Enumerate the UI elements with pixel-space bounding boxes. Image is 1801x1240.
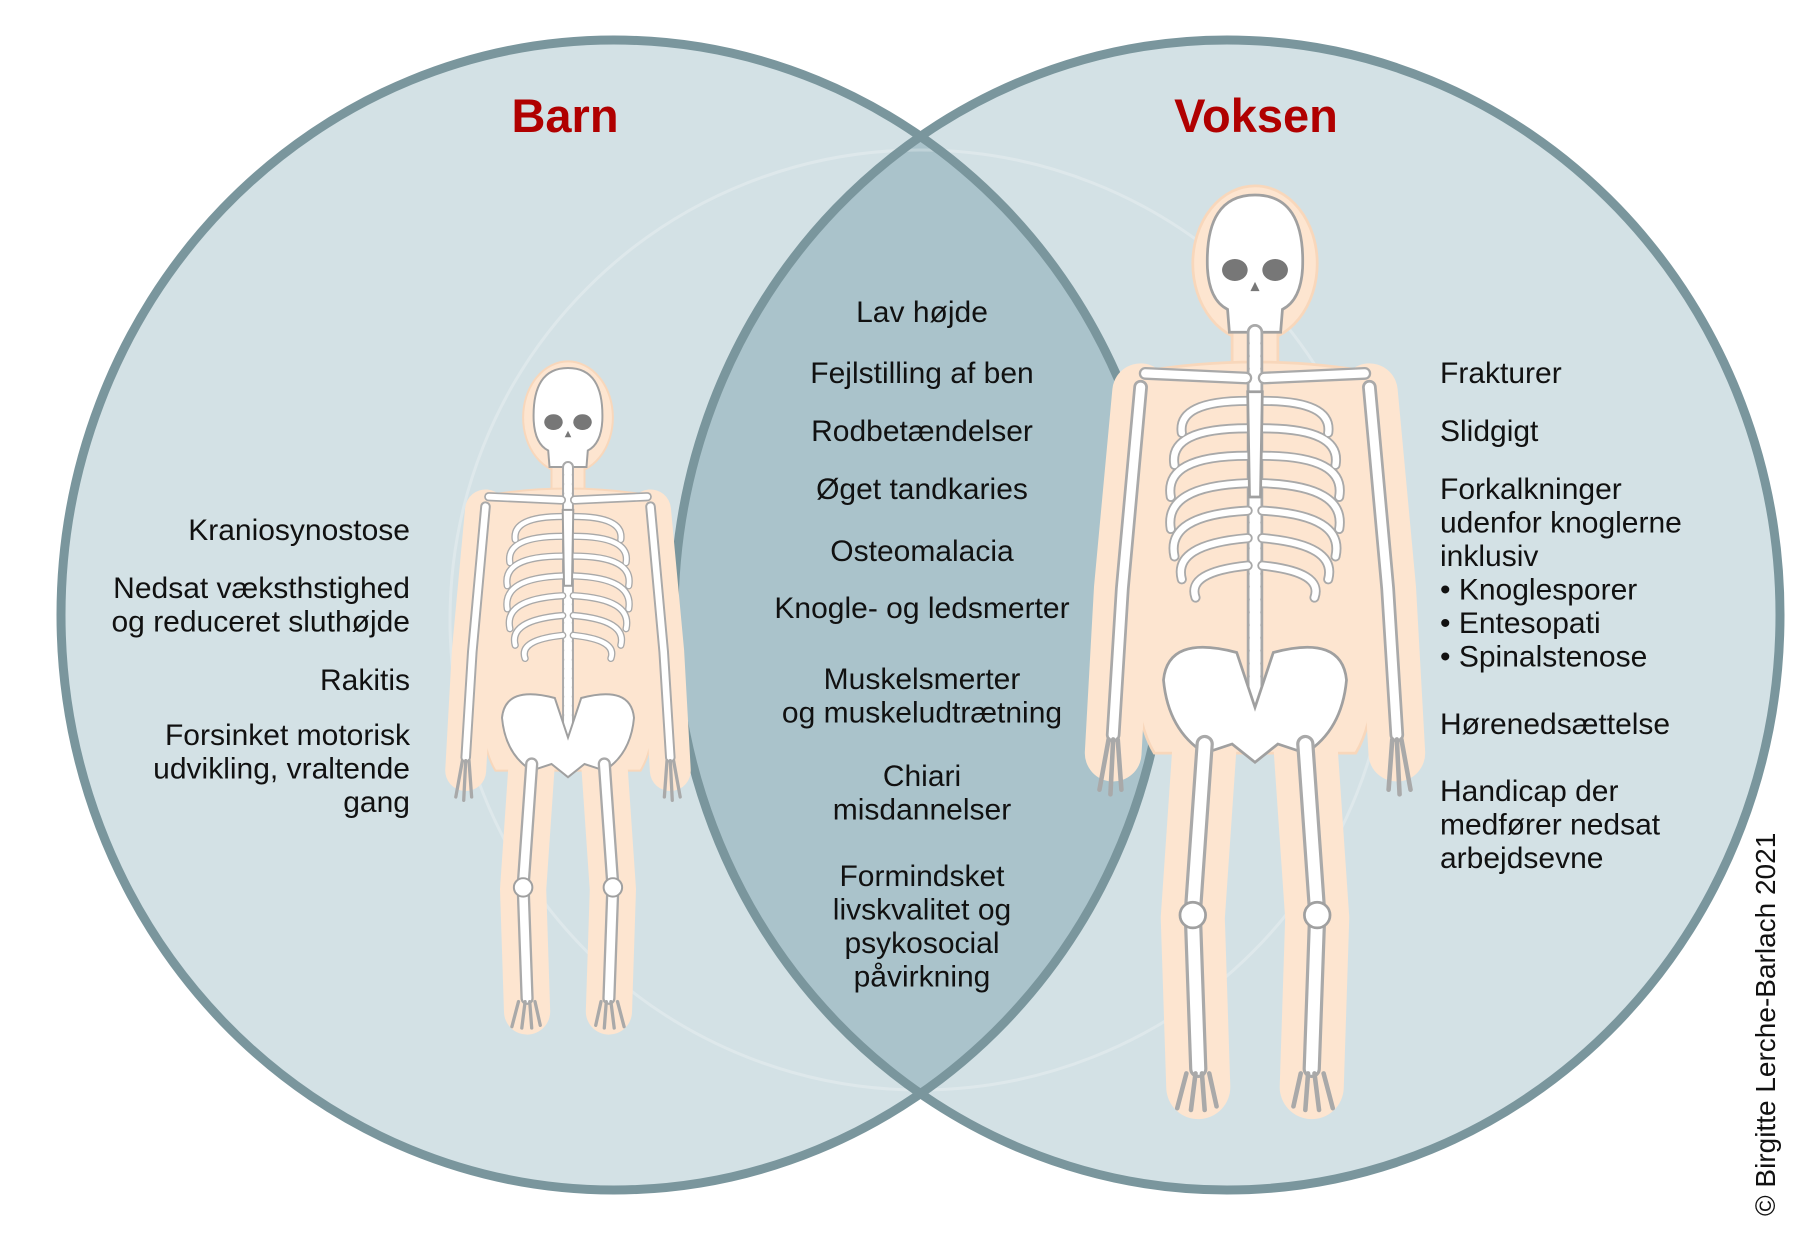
list-item-line: Fejlstilling af ben xyxy=(810,357,1033,390)
list-item-line: udenfor knoglerne xyxy=(1440,507,1682,540)
list-item-line: Nedsat væksthstighed xyxy=(113,572,410,605)
list-item-line: og muskeludtrætning xyxy=(782,697,1062,730)
list-item-line: arbejdsevne xyxy=(1440,842,1603,875)
list-item-line: Lav højde xyxy=(856,296,988,329)
list-item-line: Muskelsmerter xyxy=(824,663,1021,696)
list-item-line: Hørenedsættelse xyxy=(1440,708,1670,741)
list-item-line: livskvalitet og xyxy=(833,894,1011,927)
list-item-line: • Entesopati xyxy=(1440,607,1601,640)
list-item-line: Formindsket xyxy=(839,860,1005,893)
list-item-line: Forkalkninger xyxy=(1440,473,1622,506)
list-item-line: Rakitis xyxy=(320,664,410,697)
list-item-line: og reduceret sluthøjde xyxy=(111,606,410,639)
list-item-line: Knogle- og ledsmerter xyxy=(774,592,1069,625)
list-item-line: • Spinalstenose xyxy=(1440,641,1647,674)
list-item-line: misdannelser xyxy=(833,794,1011,827)
overlap-region xyxy=(674,40,1167,1190)
list-item-line: gang xyxy=(343,786,410,819)
right-title: Voksen xyxy=(1174,89,1338,142)
list-item-line: psykosocial xyxy=(844,927,999,960)
left-title: Barn xyxy=(511,89,618,142)
list-item-line: Slidgigt xyxy=(1440,415,1539,448)
list-item-line: medfører nedsat xyxy=(1440,809,1661,842)
list-item-line: påvirkning xyxy=(854,961,991,994)
list-item-line: Kraniosynostose xyxy=(188,514,410,547)
list-item-line: Osteomalacia xyxy=(830,535,1014,568)
list-item-line: • Knoglesporer xyxy=(1440,574,1637,607)
list-item-line: Chiari xyxy=(883,760,961,793)
list-item-line: Øget tandkaries xyxy=(816,473,1028,506)
list-item-line: inklusiv xyxy=(1440,540,1538,573)
list-item-line: udvikling, vraltende xyxy=(153,753,410,786)
list-item-line: Rodbetændelser xyxy=(811,415,1033,448)
list-item-line: Handicap der xyxy=(1440,775,1618,808)
copyright: © Birgitte Lerche-Barlach 2021 xyxy=(1750,833,1781,1216)
list-item-line: Forsinket motorisk xyxy=(165,719,411,752)
list-item-line: Frakturer xyxy=(1440,357,1562,390)
